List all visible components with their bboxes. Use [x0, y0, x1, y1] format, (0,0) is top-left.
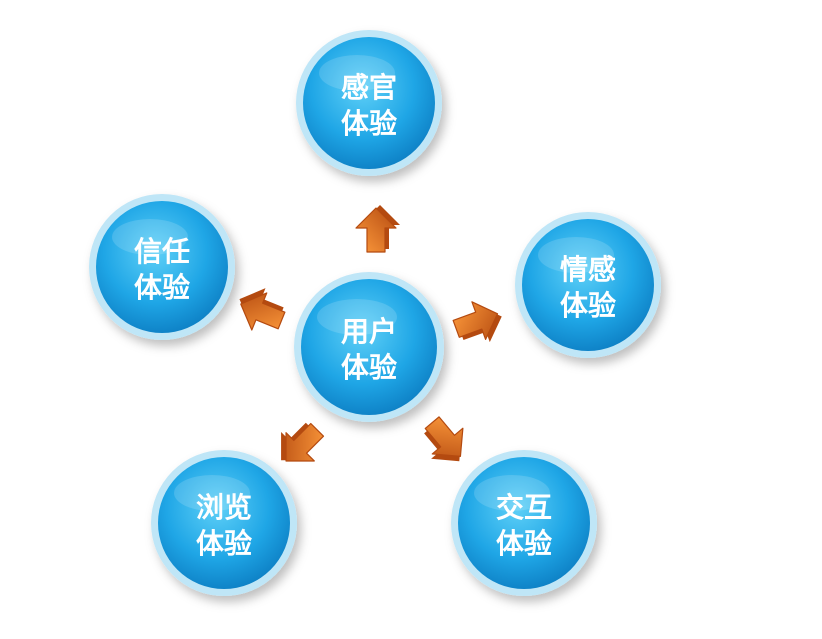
node-interaction-line1: 交互 [496, 491, 552, 524]
node-browse-line1: 浏览 [196, 491, 252, 524]
arrow-up-icon [355, 205, 400, 253]
node-browse: 浏览 体验 [151, 450, 297, 596]
node-browse-line2: 体验 [196, 527, 252, 560]
node-emotion-line1: 情感 [560, 253, 616, 286]
node-trust: 信任 体验 [89, 194, 235, 340]
arrow-down-right-icon [424, 416, 464, 462]
node-center-line1: 用户 [341, 315, 397, 348]
arrow-down-left-icon [281, 422, 325, 462]
node-sensory: 感官 体验 [296, 30, 442, 176]
node-interaction-line2: 体验 [496, 527, 552, 560]
node-sensory-line1: 感官 [341, 71, 397, 104]
node-emotion: 情感 体验 [515, 212, 661, 358]
node-sensory-line2: 体验 [341, 107, 397, 140]
arrow-up-right-icon [452, 301, 502, 343]
node-interaction: 交互 体验 [451, 450, 597, 596]
nodes-group: 感官 体验 信任 体验 情感 体验 用户 体验 [89, 30, 661, 596]
node-emotion-line2: 体验 [560, 289, 616, 322]
arrow-up-left-icon [239, 288, 286, 331]
arrows-group [239, 205, 502, 462]
node-center-line2: 体验 [341, 351, 397, 384]
node-center: 用户 体验 [294, 272, 444, 422]
node-trust-line2: 体验 [134, 271, 190, 304]
node-trust-line1: 信任 [134, 235, 190, 268]
